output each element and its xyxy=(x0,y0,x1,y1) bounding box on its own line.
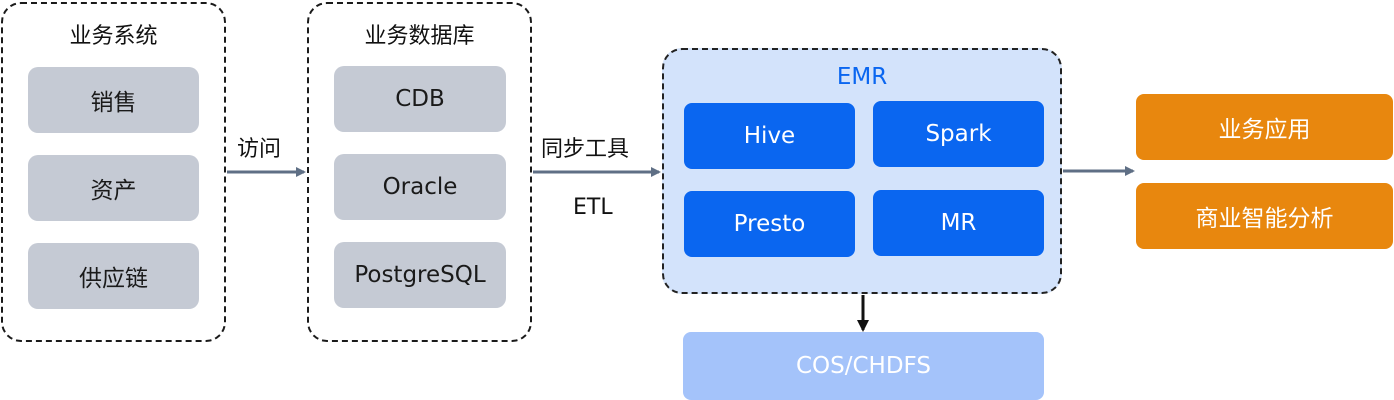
node-oracle: Oracle xyxy=(334,154,506,220)
emr-title: EMR xyxy=(836,64,888,90)
node-postgresql: PostgreSQL xyxy=(334,242,506,308)
edge-label-sync-tool: 同步工具 xyxy=(541,137,630,162)
edge-label-access: 访问 xyxy=(237,137,282,162)
node-assets: 资产 xyxy=(28,155,199,221)
business-systems-title: 业务系统 xyxy=(69,24,158,49)
business-db-group: 业务数据库 xyxy=(307,2,532,342)
node-supply-chain: 供应链 xyxy=(28,243,199,309)
node-sales: 销售 xyxy=(28,67,199,133)
node-hive: Hive xyxy=(684,103,855,169)
node-spark: Spark xyxy=(873,101,1044,167)
node-cos-chdfs: COS/CHDFS xyxy=(683,332,1044,400)
business-systems-group: 业务系统 xyxy=(1,2,226,342)
edge-label-etl: ETL xyxy=(573,195,613,220)
node-bi-analysis: 商业智能分析 xyxy=(1136,183,1393,249)
node-presto: Presto xyxy=(684,191,855,257)
node-cdb: CDB xyxy=(334,66,506,132)
node-business-app: 业务应用 xyxy=(1136,94,1393,160)
node-mr: MR xyxy=(873,190,1044,256)
business-db-title: 业务数据库 xyxy=(364,24,475,49)
